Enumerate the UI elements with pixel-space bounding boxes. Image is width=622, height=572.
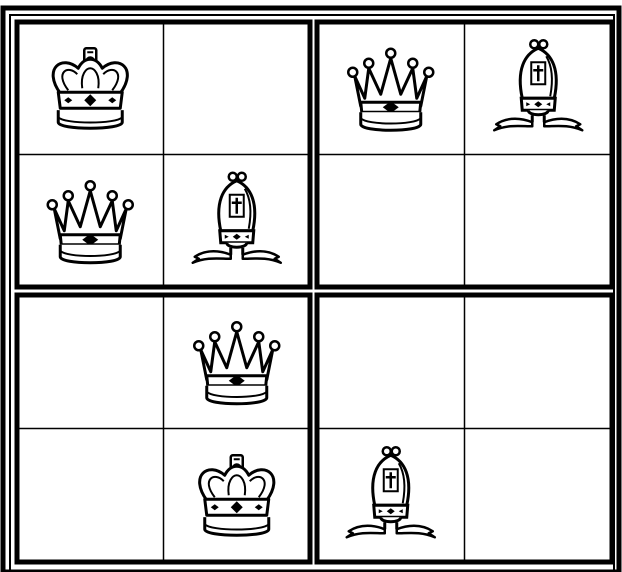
cell-bottom-right-r0c0[interactable]	[317, 295, 465, 429]
cell-bottom-left-r1c0[interactable]	[17, 429, 164, 563]
cell-bottom-right-r1c1[interactable]	[465, 429, 613, 563]
cell-top-right-r1c1[interactable]	[465, 155, 613, 288]
cell-top-left-r0c1[interactable]	[164, 22, 311, 155]
cell-bottom-right-r0c1[interactable]	[465, 295, 613, 429]
cell-top-right-r1c0[interactable]	[317, 155, 465, 288]
cell-bottom-left-r0c0[interactable]	[17, 295, 164, 429]
